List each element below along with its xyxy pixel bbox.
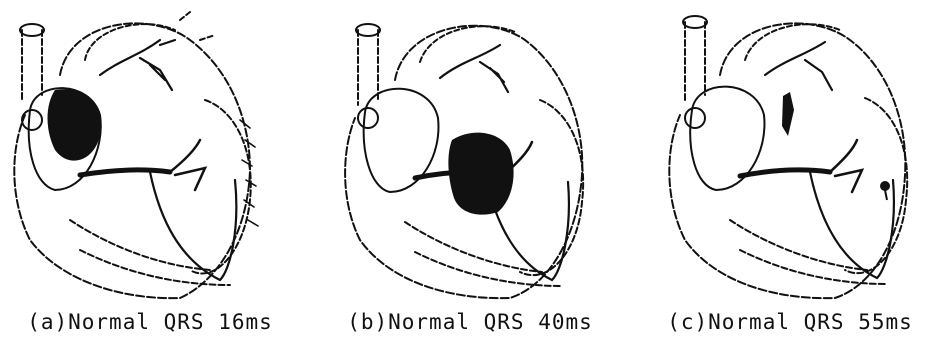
pulmonary-branches (100, 40, 175, 90)
panel-b: (b)Normal QRS 40ms (320, 0, 620, 347)
heart-diagram-c (640, 0, 929, 300)
activation-dot (880, 181, 890, 191)
panel-b-caption: (b)Normal QRS 40ms (320, 310, 620, 334)
his-bundle (80, 170, 170, 175)
sinus-node (685, 108, 705, 128)
sinus-node (22, 110, 42, 130)
activation-mark-septum (782, 92, 794, 136)
activation-region (448, 133, 513, 215)
sinus-node (358, 108, 378, 128)
vena-cava (685, 22, 705, 100)
aorta (420, 26, 515, 62)
heart-diagram-a (0, 0, 300, 300)
panel-c: (c)Normal QRS 55ms (640, 0, 929, 347)
left-ventricle (190, 100, 251, 274)
activation-region (48, 89, 101, 160)
right-ventricle (70, 220, 230, 285)
left-ventricle (520, 100, 583, 275)
left-bundle (170, 140, 205, 190)
pulmonary-branches (440, 45, 508, 92)
panel-a: (a)Normal QRS 16ms (0, 0, 300, 347)
activation-dot-tail (885, 190, 887, 200)
vena-cava (358, 30, 378, 105)
panel-c-caption: (c)Normal QRS 55ms (640, 310, 929, 334)
aorta (85, 12, 215, 60)
right-ventricle (405, 222, 562, 286)
panel-a-caption: (a)Normal QRS 16ms (0, 310, 300, 334)
his-bundle (740, 170, 830, 176)
heart-outline (14, 23, 250, 298)
vena-cava (22, 30, 42, 100)
right-ventricle (730, 220, 887, 284)
pulmonary-branches (765, 42, 832, 90)
heart-diagram-b (320, 0, 620, 300)
left-bundle (830, 140, 862, 192)
